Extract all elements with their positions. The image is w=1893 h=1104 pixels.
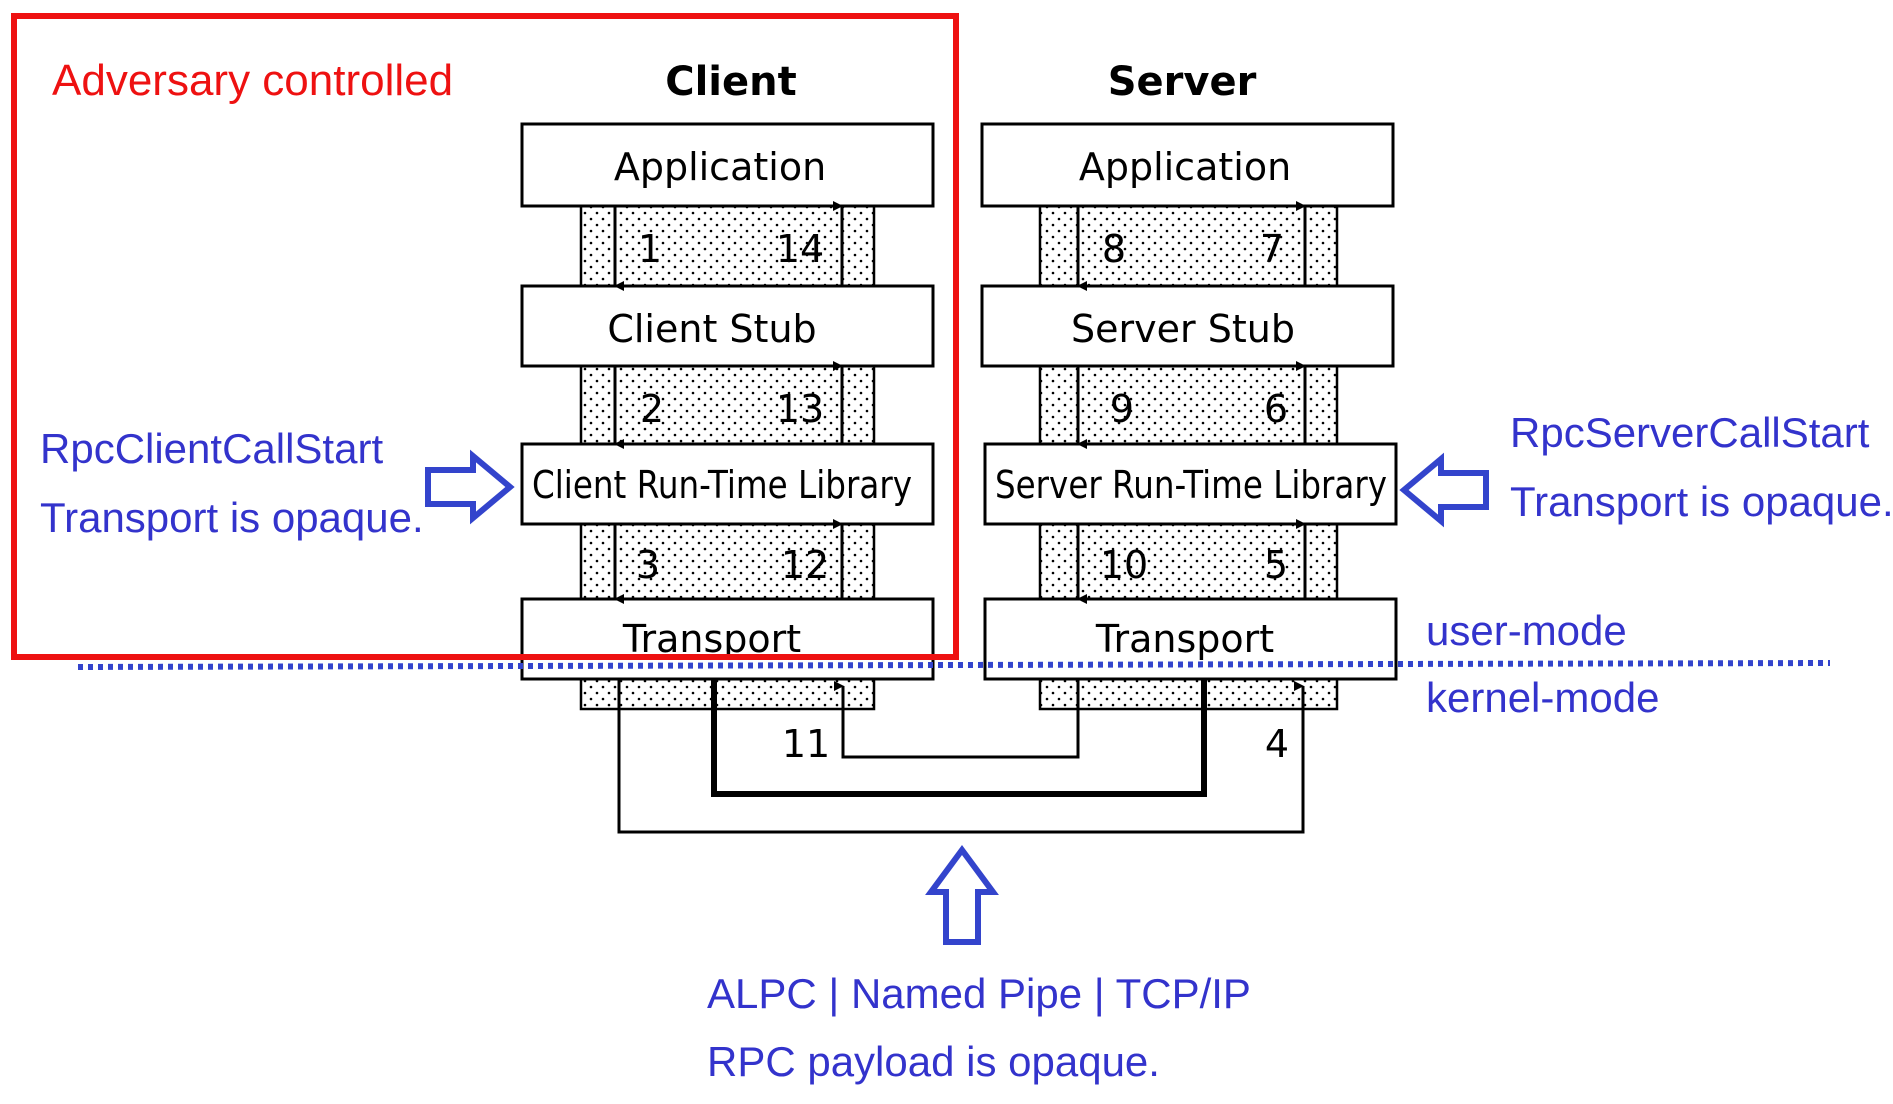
transport-link-outer bbox=[617, 679, 1305, 834]
client-connector-app-stub bbox=[579, 204, 876, 288]
transport-pointer-arrow bbox=[925, 844, 999, 945]
server-stub-box: Server Stub bbox=[980, 284, 1395, 368]
step-number-10: 10 bbox=[1100, 543, 1148, 587]
server-stub-label: Server Stub bbox=[1071, 307, 1295, 351]
step-number-8: 8 bbox=[1102, 227, 1126, 271]
user-mode-label: user-mode bbox=[1426, 607, 1627, 654]
client-application-label: Application bbox=[614, 145, 826, 189]
server-application-label: Application bbox=[1079, 145, 1291, 189]
client-runtime-label: Client Run-Time Library bbox=[532, 463, 912, 507]
step-number-7: 7 bbox=[1260, 227, 1284, 271]
adversary-controlled-region bbox=[11, 13, 959, 660]
step-number-4: 4 bbox=[1265, 722, 1289, 766]
client-column-title: Client bbox=[665, 59, 797, 105]
server-connector-runtime-transport bbox=[1038, 522, 1339, 601]
client-stub-box: Client Stub bbox=[520, 284, 935, 368]
step-number-6: 6 bbox=[1264, 387, 1288, 431]
server-runtime-pointer-arrow bbox=[1399, 452, 1489, 528]
client-runtime-box: Client Run-Time Library bbox=[520, 442, 935, 526]
step-number-13: 13 bbox=[776, 387, 824, 431]
server-runtime-box: Server Run-Time Library bbox=[983, 442, 1398, 526]
client-application-box: Application bbox=[520, 122, 935, 208]
server-connector-stub-runtime bbox=[1038, 364, 1339, 446]
user-kernel-boundary-line bbox=[77, 660, 1831, 670]
server-transport-label: Transport bbox=[1095, 617, 1274, 661]
server-runtime-label: Server Run-Time Library bbox=[995, 463, 1387, 507]
server-column-title: Server bbox=[1108, 59, 1257, 105]
step-number-11: 11 bbox=[782, 722, 830, 766]
rpc-payload-note: RPC payload is opaque. bbox=[707, 1038, 1160, 1085]
step-number-5: 5 bbox=[1264, 543, 1288, 587]
kernel-mode-label: kernel-mode bbox=[1426, 674, 1659, 721]
step-number-3: 3 bbox=[636, 543, 660, 587]
client-note-transport: Transport is opaque. bbox=[40, 494, 424, 541]
adversary-controlled-label: Adversary controlled bbox=[52, 56, 453, 105]
server-connector-app-stub bbox=[1038, 204, 1339, 288]
client-transport-label: Transport bbox=[622, 617, 801, 661]
transport-mechanisms-label: ALPC | Named Pipe | TCP/IP bbox=[707, 970, 1251, 1017]
client-runtime-pointer-arrow bbox=[425, 449, 515, 525]
server-note-function: RpcServerCallStart bbox=[1510, 409, 1870, 456]
client-connector-transport-bottom bbox=[579, 677, 876, 711]
client-stub-label: Client Stub bbox=[607, 307, 816, 351]
server-application-box: Application bbox=[980, 122, 1395, 208]
client-connector-stub-runtime bbox=[579, 364, 876, 446]
step-number-14: 14 bbox=[776, 227, 824, 271]
client-note-function: RpcClientCallStart bbox=[40, 425, 383, 472]
step-number-12: 12 bbox=[781, 543, 829, 587]
step-number-9: 9 bbox=[1110, 387, 1134, 431]
server-transport-box: Transport bbox=[983, 597, 1398, 681]
server-connector-transport-bottom bbox=[1038, 677, 1339, 711]
server-note-transport: Transport is opaque. bbox=[1510, 478, 1893, 525]
transport-link-middle bbox=[711, 679, 1207, 797]
step-number-1: 1 bbox=[638, 227, 662, 271]
client-connector-runtime-transport bbox=[579, 522, 876, 601]
step-number-2: 2 bbox=[640, 387, 664, 431]
transport-link-inner bbox=[834, 679, 1080, 759]
